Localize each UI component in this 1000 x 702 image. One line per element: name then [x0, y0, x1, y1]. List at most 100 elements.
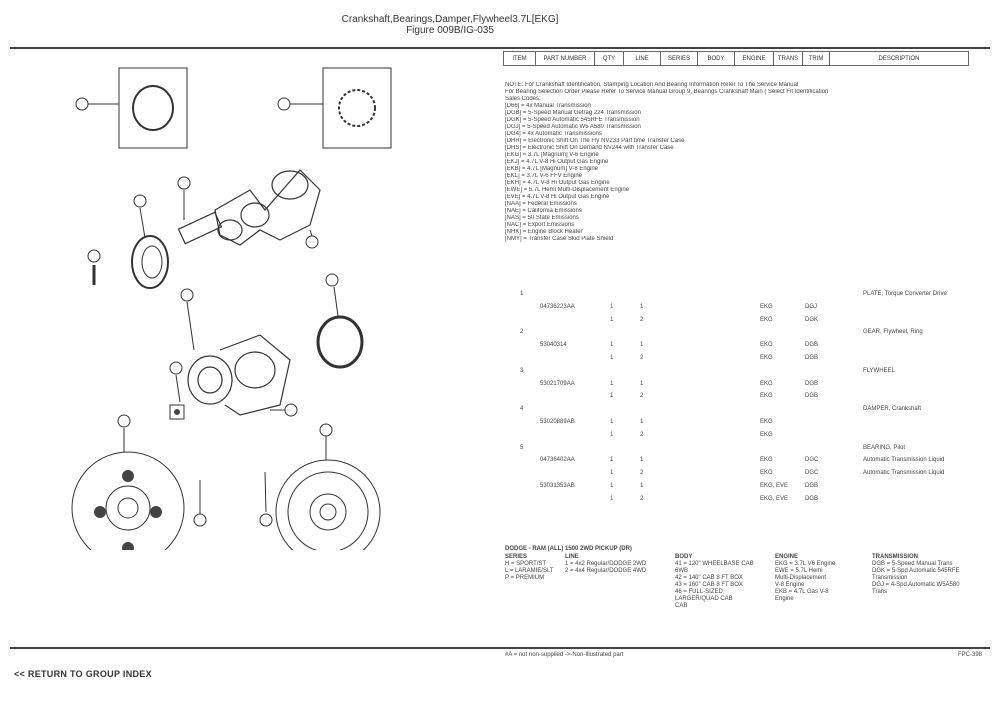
legend-block: DODGE - RAM (ALL) 1500 2WD PICKUP (DR) S… [505, 546, 995, 626]
part-item: 3 [520, 367, 524, 374]
parts-table-header: ITEM PART NUMBER QTY LINE SERIES BODY EN… [503, 51, 993, 66]
note-line: [EKJ] = 4.7L V-8 Hi Output Gas Engine [505, 159, 609, 165]
flywheel-illustration [275, 459, 381, 550]
part-qty: 1 [610, 483, 614, 489]
part-line: 2 [640, 316, 644, 323]
note-line: Sales Codes: [505, 96, 541, 102]
legend-trans-entry: Transmission [872, 575, 908, 581]
part-item: 2 [520, 329, 524, 336]
legend-body-entry: CAB [675, 603, 688, 609]
note-line: [DGJ] = 5-Speed Automatic W5 A580 Transm… [505, 124, 641, 130]
part-desc: Automatic Transmission Liquid [863, 457, 945, 464]
legend-engine-entry: Engine [775, 596, 794, 602]
note-line: [D66] = 4x Manual Transmission [505, 103, 591, 109]
note-line: [DHR] = Electronic Shift On The Fly NV23… [505, 138, 685, 144]
part-line: 1 [640, 419, 644, 425]
part-desc: Automatic Transmission Liquid [863, 470, 945, 477]
part-part: 53020889AB [540, 419, 575, 425]
part-qty: 1 [610, 470, 614, 477]
col-engine: ENGINE [734, 51, 774, 66]
part-desc: DAMPER, Crankshaft [863, 406, 922, 413]
part-item: 1 [520, 291, 524, 297]
return-to-group-index-link[interactable]: << RETURN TO GROUP INDEX [14, 669, 152, 679]
note-line: [EKH] = 4.7L V-8 Hi Output Gas Engine [505, 180, 610, 186]
legend-body-entry: 46 = FULL-SIZED [675, 589, 723, 595]
part-qty: 1 [610, 342, 614, 349]
legend-trans-entry: DGJ = 4-Spd Automatic W5A580 [872, 582, 960, 588]
legend-line-entry: 2 = 4x4 Regular/DODGE 4WD [565, 568, 647, 574]
part-line: 2 [640, 393, 644, 400]
col-part-number: PART NUMBER [535, 51, 595, 66]
col-item: ITEM [503, 51, 536, 66]
part-engine: EKG [760, 419, 773, 425]
legend-body-entry: 6WB [675, 568, 689, 574]
part-qty: 1 [610, 431, 614, 438]
footer-page-id: FPC-398 [958, 652, 983, 658]
part-trans: DGB [805, 355, 819, 361]
part-part: 53021709AA [540, 380, 575, 387]
col-trans: TRANS [773, 51, 803, 66]
legend-engine-entry: EKB = 4.7L Gas V-8 [775, 589, 829, 595]
page-title: Crankshaft,Bearings,Damper,Flywheel3.7L[… [300, 14, 600, 36]
note-line: [EVE] = 4.7L V-8 Hi Output Gas Engine [505, 194, 610, 200]
note-line: [EKG] = 3.7L [Magnum] V-6 Engine [505, 152, 599, 158]
part-qty: 1 [610, 316, 614, 323]
legend-body-entry: 43 = 160" CAB 8 FT BOX [675, 582, 743, 588]
legend-engine-entry: EKG = 3.7L V6 Engine [775, 561, 836, 567]
bottom-rule [10, 647, 990, 649]
legend-trans-entry: DGB = 5-Speed Manual Trans [872, 561, 953, 567]
part-trans: DGC [805, 457, 819, 464]
part-line: 1 [640, 483, 644, 489]
legend-body-entry: 42 = 140" CAB 8 FT BOX [675, 575, 743, 581]
part-line: 1 [640, 457, 644, 464]
note-line: [EWE] = 5.7L Hemi Multi-Displacement Eng… [505, 187, 629, 193]
part-line: 2 [640, 470, 644, 477]
part-qty: 1 [610, 457, 614, 464]
part-qty: 1 [610, 355, 614, 361]
part-desc: FLYWHEEL [863, 367, 895, 374]
legend-series-entry: P = PREMIUM [505, 575, 545, 581]
col-qty: QTY [594, 51, 624, 66]
part-qty: 1 [610, 380, 614, 387]
part-qty: 1 [610, 419, 614, 425]
note-line: [EKB] = 4.7L [Magnum] V-8 Engine [505, 166, 598, 172]
part-desc: GEAR, Flywheel, Ring [863, 329, 923, 336]
part-line: 1 [640, 380, 644, 387]
note-line: [NAE] = California Emissions [505, 208, 582, 214]
part-engine: EKG [760, 316, 773, 323]
rear-crankshaft-illustration [187, 334, 291, 416]
part-part: 53040314 [540, 342, 567, 349]
flexplate-illustration [71, 451, 185, 550]
part-engine: EKG [760, 431, 773, 438]
part-trans: DGC [805, 470, 819, 477]
legend-line-entry: 1 = 4x2 Regular/DODGE 2WD [565, 561, 647, 567]
note-line: [NHK] = Engine Block Heater [505, 229, 583, 235]
part-part: 04736223AA [540, 303, 575, 310]
note-line: [NAA] = Federal Emissions [505, 201, 577, 207]
legend-engine-header: ENGINE [775, 554, 799, 560]
part-engine: EKG, EVE [760, 495, 789, 502]
note-line: [DGB] = 5-Speed Manual Getrag 224 Transm… [505, 110, 641, 116]
legend-line-header: LINE [565, 554, 579, 560]
note-line: [DGK] = 5-Speed Automatic 545RFE Transmi… [505, 117, 640, 123]
part-qty: 1 [610, 303, 614, 310]
title-line-1: Crankshaft,Bearings,Damper,Flywheel3.7L[… [341, 14, 559, 25]
legend-engine-entry: EWE = 5.7L Hemi [775, 568, 823, 574]
note-line: [NAS] = 50 State Emissions [505, 215, 579, 221]
top-rule [10, 47, 990, 49]
part-line: 1 [640, 303, 644, 310]
part-trans: DGB [805, 380, 819, 387]
part-engine: EKG [760, 355, 773, 361]
part-trans: DGB [805, 495, 819, 502]
part-part: 53031353AB [540, 483, 575, 489]
part-engine: EKG [760, 342, 773, 349]
note-line: [NMY] = Transfer Case Skid Plate Shield [505, 236, 614, 242]
part-line: 2 [640, 495, 644, 502]
part-trans: DGB [805, 393, 819, 400]
col-line: LINE [623, 51, 661, 66]
legend-body-entry: 41 = 120" WHEELBASE CAB [675, 561, 754, 567]
legend-trans-header: TRANSMISSION [872, 554, 919, 560]
legend-engine-entry: V-8 Engine [775, 582, 805, 588]
part-engine: EKG [760, 393, 773, 400]
